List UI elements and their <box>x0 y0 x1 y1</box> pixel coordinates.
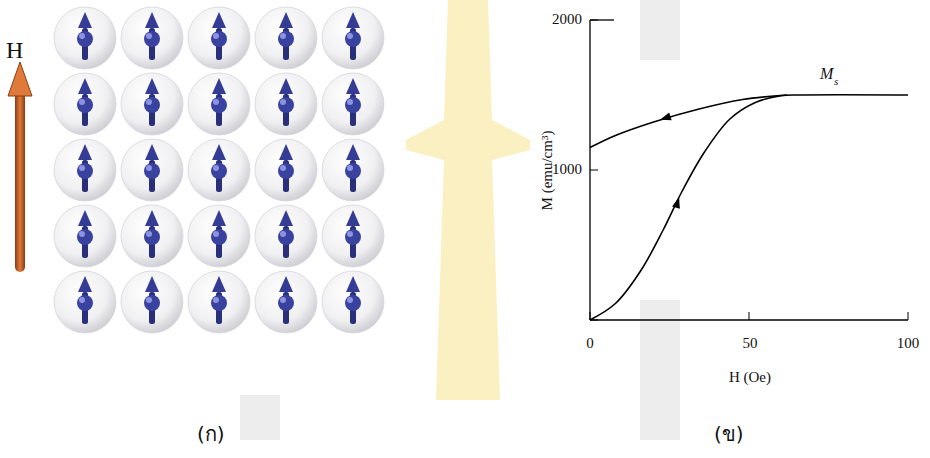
spin-sphere <box>54 139 116 201</box>
spin-sphere <box>188 205 250 267</box>
spin-sphere <box>322 7 384 69</box>
spin-sphere <box>54 205 116 267</box>
spin-sphere <box>188 271 250 333</box>
field-label: H <box>6 38 23 62</box>
curve-subscript: s <box>834 76 838 87</box>
tick-label: 1000 <box>552 162 582 177</box>
spin-sphere <box>255 7 317 69</box>
spin-sphere <box>188 139 250 201</box>
axis-title: H (Oe) <box>729 370 771 385</box>
spin-sphere <box>255 271 317 333</box>
spin-sphere <box>188 7 250 69</box>
spin-sphere <box>121 205 183 267</box>
tick-label: 100 <box>897 336 920 351</box>
tick-label: 0 <box>586 336 594 351</box>
spin-sphere <box>322 73 384 135</box>
spin-sphere <box>322 271 384 333</box>
spin-sphere <box>121 271 183 333</box>
spin-grid <box>54 7 384 333</box>
spin-sphere <box>54 271 116 333</box>
spin-sphere <box>255 205 317 267</box>
mh-plot <box>590 20 908 320</box>
spin-sphere <box>188 73 250 135</box>
field-arrow <box>8 62 32 272</box>
spin-sphere <box>54 7 116 69</box>
panel-caption: (ก) <box>197 424 225 444</box>
spin-sphere <box>121 73 183 135</box>
tick-label: 50 <box>743 336 758 351</box>
spin-sphere <box>121 139 183 201</box>
axis-title: M (emu/cm³) <box>541 130 556 210</box>
spin-sphere <box>255 73 317 135</box>
spin-sphere <box>322 139 384 201</box>
curve-label: M <box>820 66 833 82</box>
tick-label: 2000 <box>552 12 582 27</box>
spin-sphere <box>322 205 384 267</box>
spin-sphere <box>255 139 317 201</box>
spin-sphere <box>121 7 183 69</box>
panel-ground <box>0 0 395 395</box>
spin-sphere <box>54 73 116 135</box>
panel-caption: (ข) <box>714 424 744 444</box>
